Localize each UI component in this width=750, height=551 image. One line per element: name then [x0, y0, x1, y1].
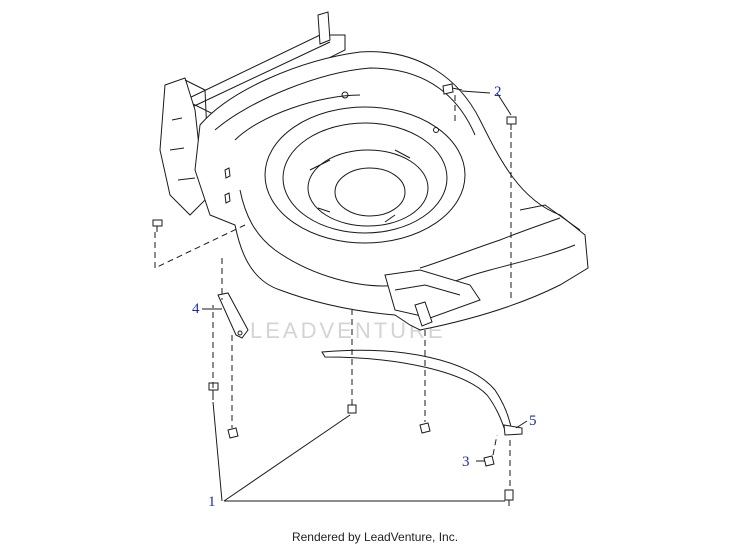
bolts-part-1 [208, 382, 514, 506]
callout-4: 4 [192, 301, 200, 317]
nut-part-3 [483, 455, 495, 467]
callout-1: 1 [208, 494, 216, 510]
bolt-deck-left [152, 219, 163, 232]
assembly-lines [154, 95, 512, 488]
callout-3: 3 [462, 454, 470, 470]
leader-lines [202, 90, 528, 502]
footer-credit: Rendered by LeadVenture, Inc. [291, 530, 459, 544]
bracket-part-4 [217, 292, 249, 339]
callout-labels: 1 2 3 4 5 [192, 84, 537, 510]
mower-deck-housing [159, 11, 589, 331]
bolt-part-2 [442, 83, 517, 130]
callout-2: 2 [494, 84, 502, 100]
nuts-lower [227, 422, 431, 439]
callout-5: 5 [529, 413, 537, 429]
